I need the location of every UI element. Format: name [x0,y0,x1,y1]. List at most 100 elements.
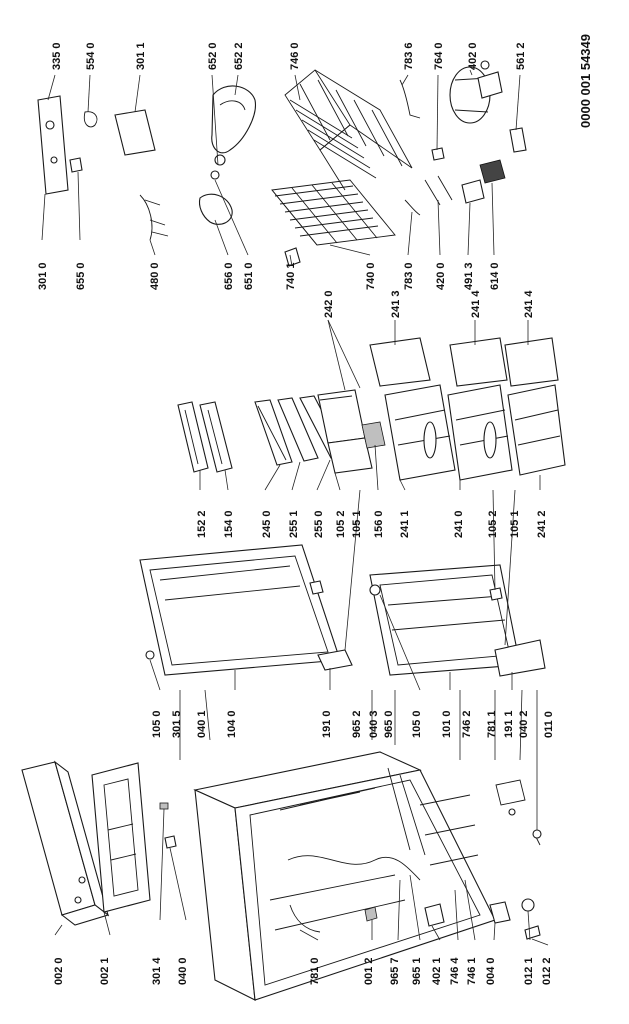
callout-1911: 191 1 [503,710,515,738]
callout-7460: 746 0 [289,42,301,70]
callout-5612: 561 2 [515,42,527,70]
callout-0401: 040 1 [196,710,208,738]
callout-2550: 255 0 [313,510,325,538]
callout-7462: 746 2 [461,710,473,738]
callout-4800: 480 0 [149,262,161,290]
callout-2551: 255 1 [288,510,300,538]
control-panel-part [37,95,69,195]
top-frame-part [74,762,151,913]
callout-5540: 554 0 [85,42,97,70]
evaporator-part [271,179,396,267]
lamp-part [69,157,83,173]
cover-plate-part [114,109,156,156]
callout-0020: 002 0 [53,957,65,985]
sensor-part [424,175,453,206]
hinge-bracket-part [495,779,526,806]
callout-1010: 101 0 [441,710,453,738]
callout-4020: 402 0 [467,42,479,70]
relay-part [479,159,506,184]
tube-small-part [404,199,421,216]
callout-6550: 655 0 [75,262,87,290]
callout-0403: 040 3 [368,710,380,738]
callout-1051-bot: 105 1 [509,510,521,538]
callout-2412: 241 2 [536,510,548,538]
callout-6520: 652 0 [207,42,219,70]
light-cover-part [198,193,233,225]
hinge-part [164,835,177,849]
callout-1540: 154 0 [223,510,235,538]
thermostat-part [83,111,98,128]
callout-9650: 965 0 [383,710,395,738]
callout-7461: 746 1 [466,957,478,985]
callout-1052-bot: 105 2 [487,510,499,538]
callout-2410: 241 0 [453,510,465,538]
callout-0121: 012 1 [523,957,535,985]
callout-3010: 301 0 [37,262,49,290]
callout-3014: 301 4 [151,957,163,985]
callout-1560: 156 0 [373,510,385,538]
callout-1050-top: 105 0 [151,710,163,738]
small-drawers-part [317,389,373,474]
freezer-door-part [139,544,353,676]
tube-part [399,79,421,119]
callout-2450: 245 0 [261,510,273,538]
callout-0122: 012 2 [541,957,553,985]
door-shelves-part [177,401,233,473]
callout-3011: 301 1 [135,42,147,70]
callout-7401: 740 1 [285,262,297,290]
cabinet-body-part [193,751,496,1001]
fridge-door-part [369,564,546,677]
filter-part [431,147,445,161]
callout-0110: 011 0 [543,711,555,738]
callout-9652: 965 2 [351,710,363,738]
roller-part [521,898,535,912]
callout-9651: 965 1 [411,957,423,985]
callout-1052-top: 105 2 [335,510,347,538]
condenser-part [284,69,413,191]
callout-7836: 783 6 [403,42,415,70]
callout-0012: 001 2 [363,957,375,985]
callout-3350: 335 0 [51,42,63,70]
callout-2414-a: 241 4 [470,290,482,318]
callout-2420: 242 0 [323,290,335,318]
protector-part [461,179,485,204]
callout-7400: 740 0 [365,262,377,290]
callout-7640: 764 0 [433,42,445,70]
callout-7810: 781 0 [309,957,321,985]
callout-7830: 783 0 [403,262,415,290]
callout-7811: 781 1 [486,710,498,738]
callout-9657: 965 7 [389,957,401,985]
drawer-covers-part [369,337,559,387]
shelf-clip-part [361,421,386,449]
callout-1051-top: 105 1 [351,510,363,538]
callout-6522: 652 2 [233,42,245,70]
top-cover-part [21,760,110,926]
crisper-drawers-part [384,384,566,481]
callout-3015: 301 5 [171,710,183,738]
callout-6140: 614 0 [489,262,501,290]
clip-part [364,906,378,922]
callout-2413: 241 3 [390,290,402,318]
leader-lines [41,69,549,946]
callout-4200: 420 0 [435,262,447,290]
callout-0400: 040 0 [177,957,189,985]
callout-1040: 104 0 [226,710,238,738]
compressor-part [449,60,503,124]
callout-1050-mid: 105 0 [411,710,423,738]
callout-0040: 004 0 [485,957,497,985]
callout-1910: 191 0 [321,710,333,738]
callout-0021: 002 1 [99,957,111,985]
panel-part [424,903,445,927]
light-housing-part [210,85,256,180]
callout-2411: 241 1 [399,510,411,538]
callout-6510: 651 0 [243,262,255,290]
callout-0402: 040 2 [518,710,530,738]
wiring-harness-part [139,194,169,241]
callout-7464: 746 4 [449,957,461,985]
callout-4021: 402 1 [431,957,443,985]
callout-6560: 656 0 [223,262,235,290]
capacitor-part [509,127,527,153]
hinge-cap-part [159,802,169,810]
